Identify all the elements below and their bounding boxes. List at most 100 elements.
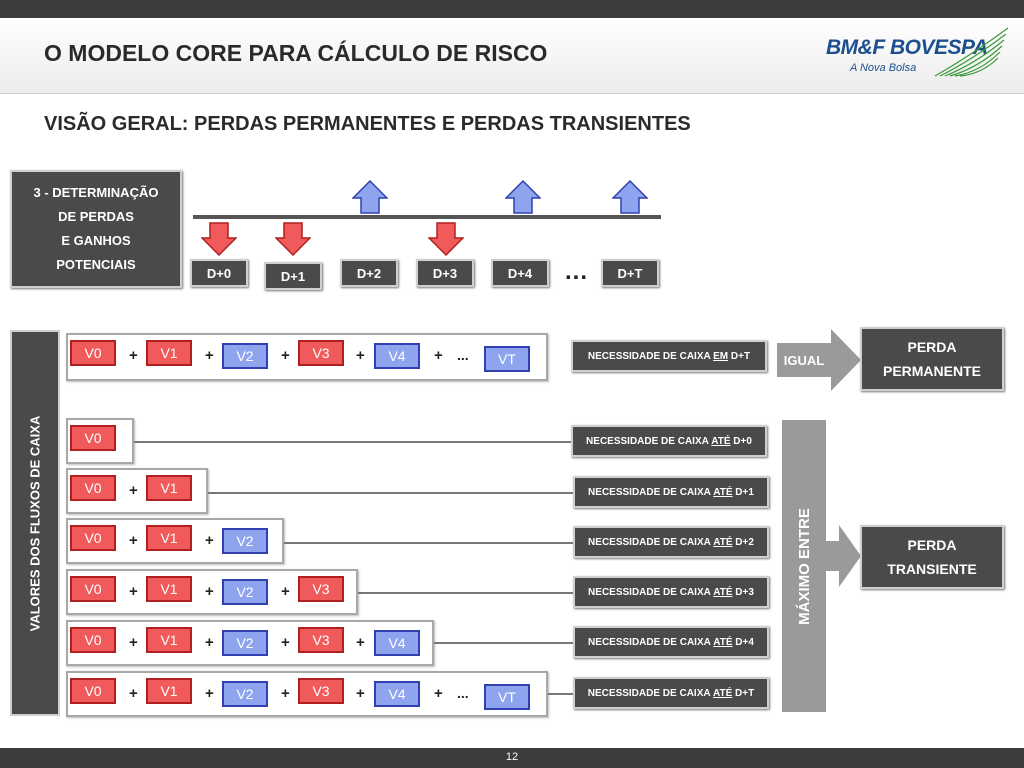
cash-need-keyword: ATÉ (713, 636, 733, 648)
plus-sign: + (129, 583, 138, 600)
connector-line (358, 592, 573, 594)
timeline-axis (193, 215, 661, 219)
cash-need-day: D+0 (730, 435, 752, 447)
day-label-dplus-4: D+4 (491, 259, 549, 287)
plus-sign: + (205, 685, 214, 702)
plus-sign: + (281, 583, 290, 600)
cash-need-day: D+3 (732, 586, 754, 598)
plus-sign: + (129, 634, 138, 651)
cash-need-prefix: NECESSIDADE DE CAIXA (588, 586, 714, 598)
plus-sign: + (205, 583, 214, 600)
cashflow-value-v3: V3 (298, 576, 344, 602)
cashflow-value-v3: V3 (298, 678, 344, 704)
cash-need-box: NECESSIDADE DE CAIXA ATÉ D+0 (571, 425, 767, 457)
day-label-dplus-t: D+T (601, 259, 659, 287)
cash-need-box: NECESSIDADE DE CAIXA ATÉ D+1 (573, 476, 769, 508)
loss-arrow-down-icon (275, 222, 311, 256)
day-label-dplus-3: D+3 (416, 259, 474, 287)
cashflow-value-v1: V1 (146, 340, 192, 366)
perda-permanente-line: PERMANENTE (882, 363, 981, 379)
logo-text: BM&F BOVESPA (826, 36, 988, 59)
cash-need-keyword: ATÉ (713, 586, 733, 598)
cashflow-label-box (10, 330, 60, 716)
footer-bar (0, 748, 1024, 768)
cashflow-value-v0: V0 (70, 475, 116, 501)
cash-need-prefix: NECESSIDADE DE CAIXA (587, 687, 713, 699)
determination-line: 3 - DETERMINAÇÃO (33, 185, 159, 200)
loss-arrow-down-icon (201, 222, 237, 256)
determination-line: POTENCIAIS (56, 257, 136, 272)
plus-sign: + (205, 532, 214, 549)
cash-need-keyword: ATÉ (711, 435, 731, 447)
header-band (0, 18, 1024, 94)
cashflow-value-v0: V0 (70, 340, 116, 366)
connector-line (284, 542, 573, 544)
determination-line: E GANHOS (61, 233, 131, 248)
slide-subtitle: VISÃO GERAL: PERDAS PERMANENTES E PERDAS… (44, 113, 691, 135)
cash-need-day: D+T (732, 687, 755, 699)
perda-transiente-line: PERDA (907, 537, 957, 553)
cash-need-prefix: NECESSIDADE DE CAIXA (588, 486, 714, 498)
cash-need-prefix: NECESSIDADE DE CAIXA (588, 636, 714, 648)
cash-need-keyword: ATÉ (713, 536, 733, 548)
cashflow-value-v4: V4 (374, 681, 420, 707)
cash-need-prefix: NECESSIDADE DE CAIXA (587, 350, 714, 362)
plus-sign: + (205, 347, 214, 364)
cash-need-keyword: ATÉ (713, 687, 733, 699)
plus-sign: + (356, 685, 365, 702)
plus-sign: + (356, 347, 365, 364)
igual-label: IGUAL (779, 344, 829, 376)
cash-need-box: NECESSIDADE DE CAIXA EM D+T (571, 340, 767, 372)
cashflow-value-v0: V0 (70, 425, 116, 451)
gain-arrow-up-icon (505, 180, 541, 214)
day-label-dplus-0: D+0 (190, 259, 248, 287)
determination-box: 3 - DETERMINAÇÃO DE PERDAS E GANHOS POTE… (10, 170, 182, 288)
cashflow-label: VALORES DOS FLUXOS DE CAIXA (27, 415, 43, 631)
cash-need-day: D+T (728, 350, 751, 362)
cash-need-box: NECESSIDADE DE CAIXA ATÉ D+4 (573, 626, 769, 658)
cashflow-value-v1: V1 (146, 678, 192, 704)
connector-line (134, 441, 571, 443)
top-bar (0, 0, 1024, 18)
page-number: 12 (505, 751, 519, 763)
perda-permanente-line: PERDA (907, 339, 957, 355)
ellipsis: ... (457, 347, 469, 363)
gain-arrow-up-icon (612, 180, 648, 214)
slide-title: O MODELO CORE PARA CÁLCULO DE RISCO (44, 40, 548, 66)
cashflow-value-vt: VT (484, 346, 530, 372)
cashflow-value-v2: V2 (222, 343, 268, 369)
connector-line (548, 693, 573, 695)
plus-sign: + (129, 347, 138, 364)
cashflow-value-v1: V1 (146, 475, 192, 501)
cashflow-value-v1: V1 (146, 525, 192, 551)
cashflow-label-wrap: VALORES DOS FLUXOS DE CAIXA (10, 330, 60, 716)
cashflow-value-v2: V2 (222, 579, 268, 605)
cash-need-day: D+2 (732, 536, 754, 548)
plus-sign: + (129, 532, 138, 549)
maximo-arrow-icon (825, 525, 861, 587)
determination-line: DE PERDAS (58, 209, 134, 224)
cashflow-value-v4: V4 (374, 343, 420, 369)
cashflow-value-v3: V3 (298, 340, 344, 366)
plus-sign: + (281, 685, 290, 702)
cash-need-prefix: NECESSIDADE DE CAIXA (588, 536, 714, 548)
plus-sign: + (205, 634, 214, 651)
plus-sign: + (129, 482, 138, 499)
timeline-ellipsis: ... (565, 258, 589, 285)
plus-sign: + (281, 347, 290, 364)
cashflow-row-outline (66, 620, 434, 666)
cashflow-value-v1: V1 (146, 627, 192, 653)
maximo-label: MÁXIMO ENTRE (795, 507, 813, 625)
cash-need-day: D+1 (732, 486, 754, 498)
cash-need-keyword: ATÉ (713, 486, 733, 498)
cashflow-value-v2: V2 (222, 528, 268, 554)
cashflow-value-v4: V4 (374, 630, 420, 656)
cash-need-box: NECESSIDADE DE CAIXA ATÉ D+T (573, 677, 769, 709)
perda-permanente-box: PERDA PERMANENTE (860, 327, 1004, 391)
plus-sign: + (434, 685, 443, 702)
cash-need-box: NECESSIDADE DE CAIXA ATÉ D+2 (573, 526, 769, 558)
logo-leaf-icon (934, 27, 1009, 77)
cash-need-box: NECESSIDADE DE CAIXA ATÉ D+3 (573, 576, 769, 608)
cash-need-prefix: NECESSIDADE DE CAIXA (586, 435, 712, 447)
